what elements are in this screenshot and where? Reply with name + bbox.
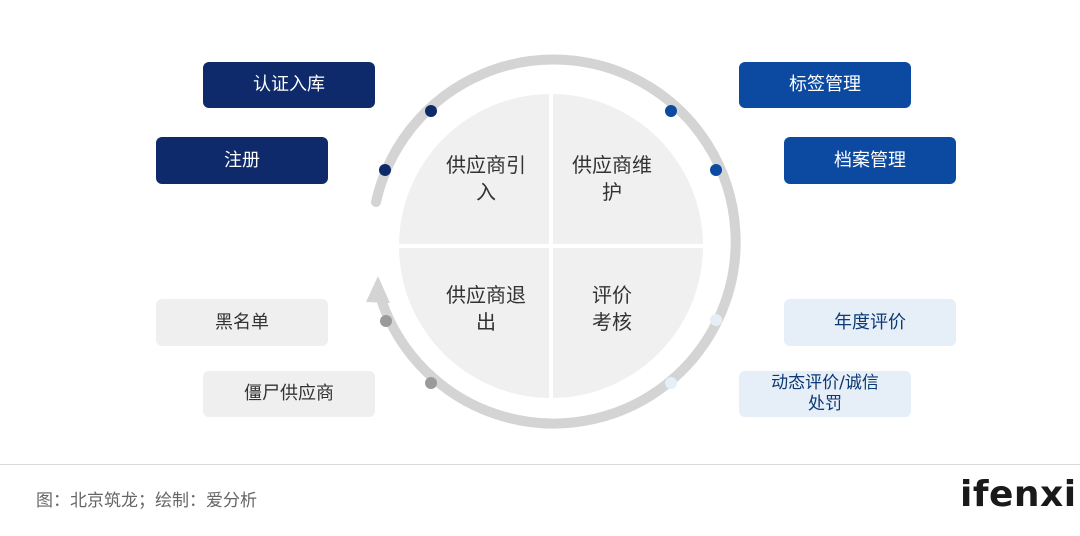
connector-dot-registration	[379, 164, 391, 176]
quadrant-label-evaluation: 评价 考核	[592, 283, 632, 334]
item-registration: 注册	[156, 137, 328, 184]
quadrant-bottom-right	[551, 246, 703, 398]
quadrant-top-right	[551, 94, 703, 246]
source-caption: 图：北京筑龙；绘制：爱分析	[36, 491, 257, 511]
item-dynamic-evaluation: 动态评价/诚信 处罚	[739, 371, 911, 417]
ifenxi-logo: ifenxi	[960, 474, 1077, 515]
quadrant-label-onboarding: 供应商引 入	[446, 153, 526, 204]
item-certification: 认证入库	[203, 62, 375, 108]
connector-dot-dynamic	[665, 377, 677, 389]
connector-dot-archive	[710, 164, 722, 176]
quadrant-bottom-left	[399, 246, 551, 398]
item-zombie-supplier: 僵尸供应商	[203, 371, 375, 417]
item-tag-management: 标签管理	[739, 62, 911, 108]
footer-divider	[0, 464, 1080, 465]
connector-dot-zombie	[425, 377, 437, 389]
quadrant-label-maintenance: 供应商维 护	[572, 153, 652, 204]
connector-dot-certification	[425, 105, 437, 117]
quadrant-label-exit: 供应商退 出	[446, 283, 526, 334]
item-archive-management: 档案管理	[784, 137, 956, 184]
item-annual-evaluation: 年度评价	[784, 299, 956, 346]
connector-dot-annual	[710, 314, 722, 326]
cycle-arrow-head-icon	[366, 276, 390, 303]
connector-dot-blacklist	[380, 315, 392, 327]
item-blacklist: 黑名单	[156, 299, 328, 346]
connector-dot-tags	[665, 105, 677, 117]
cycle-ring-arc	[371, 54, 741, 429]
quadrant-top-left	[399, 94, 551, 246]
